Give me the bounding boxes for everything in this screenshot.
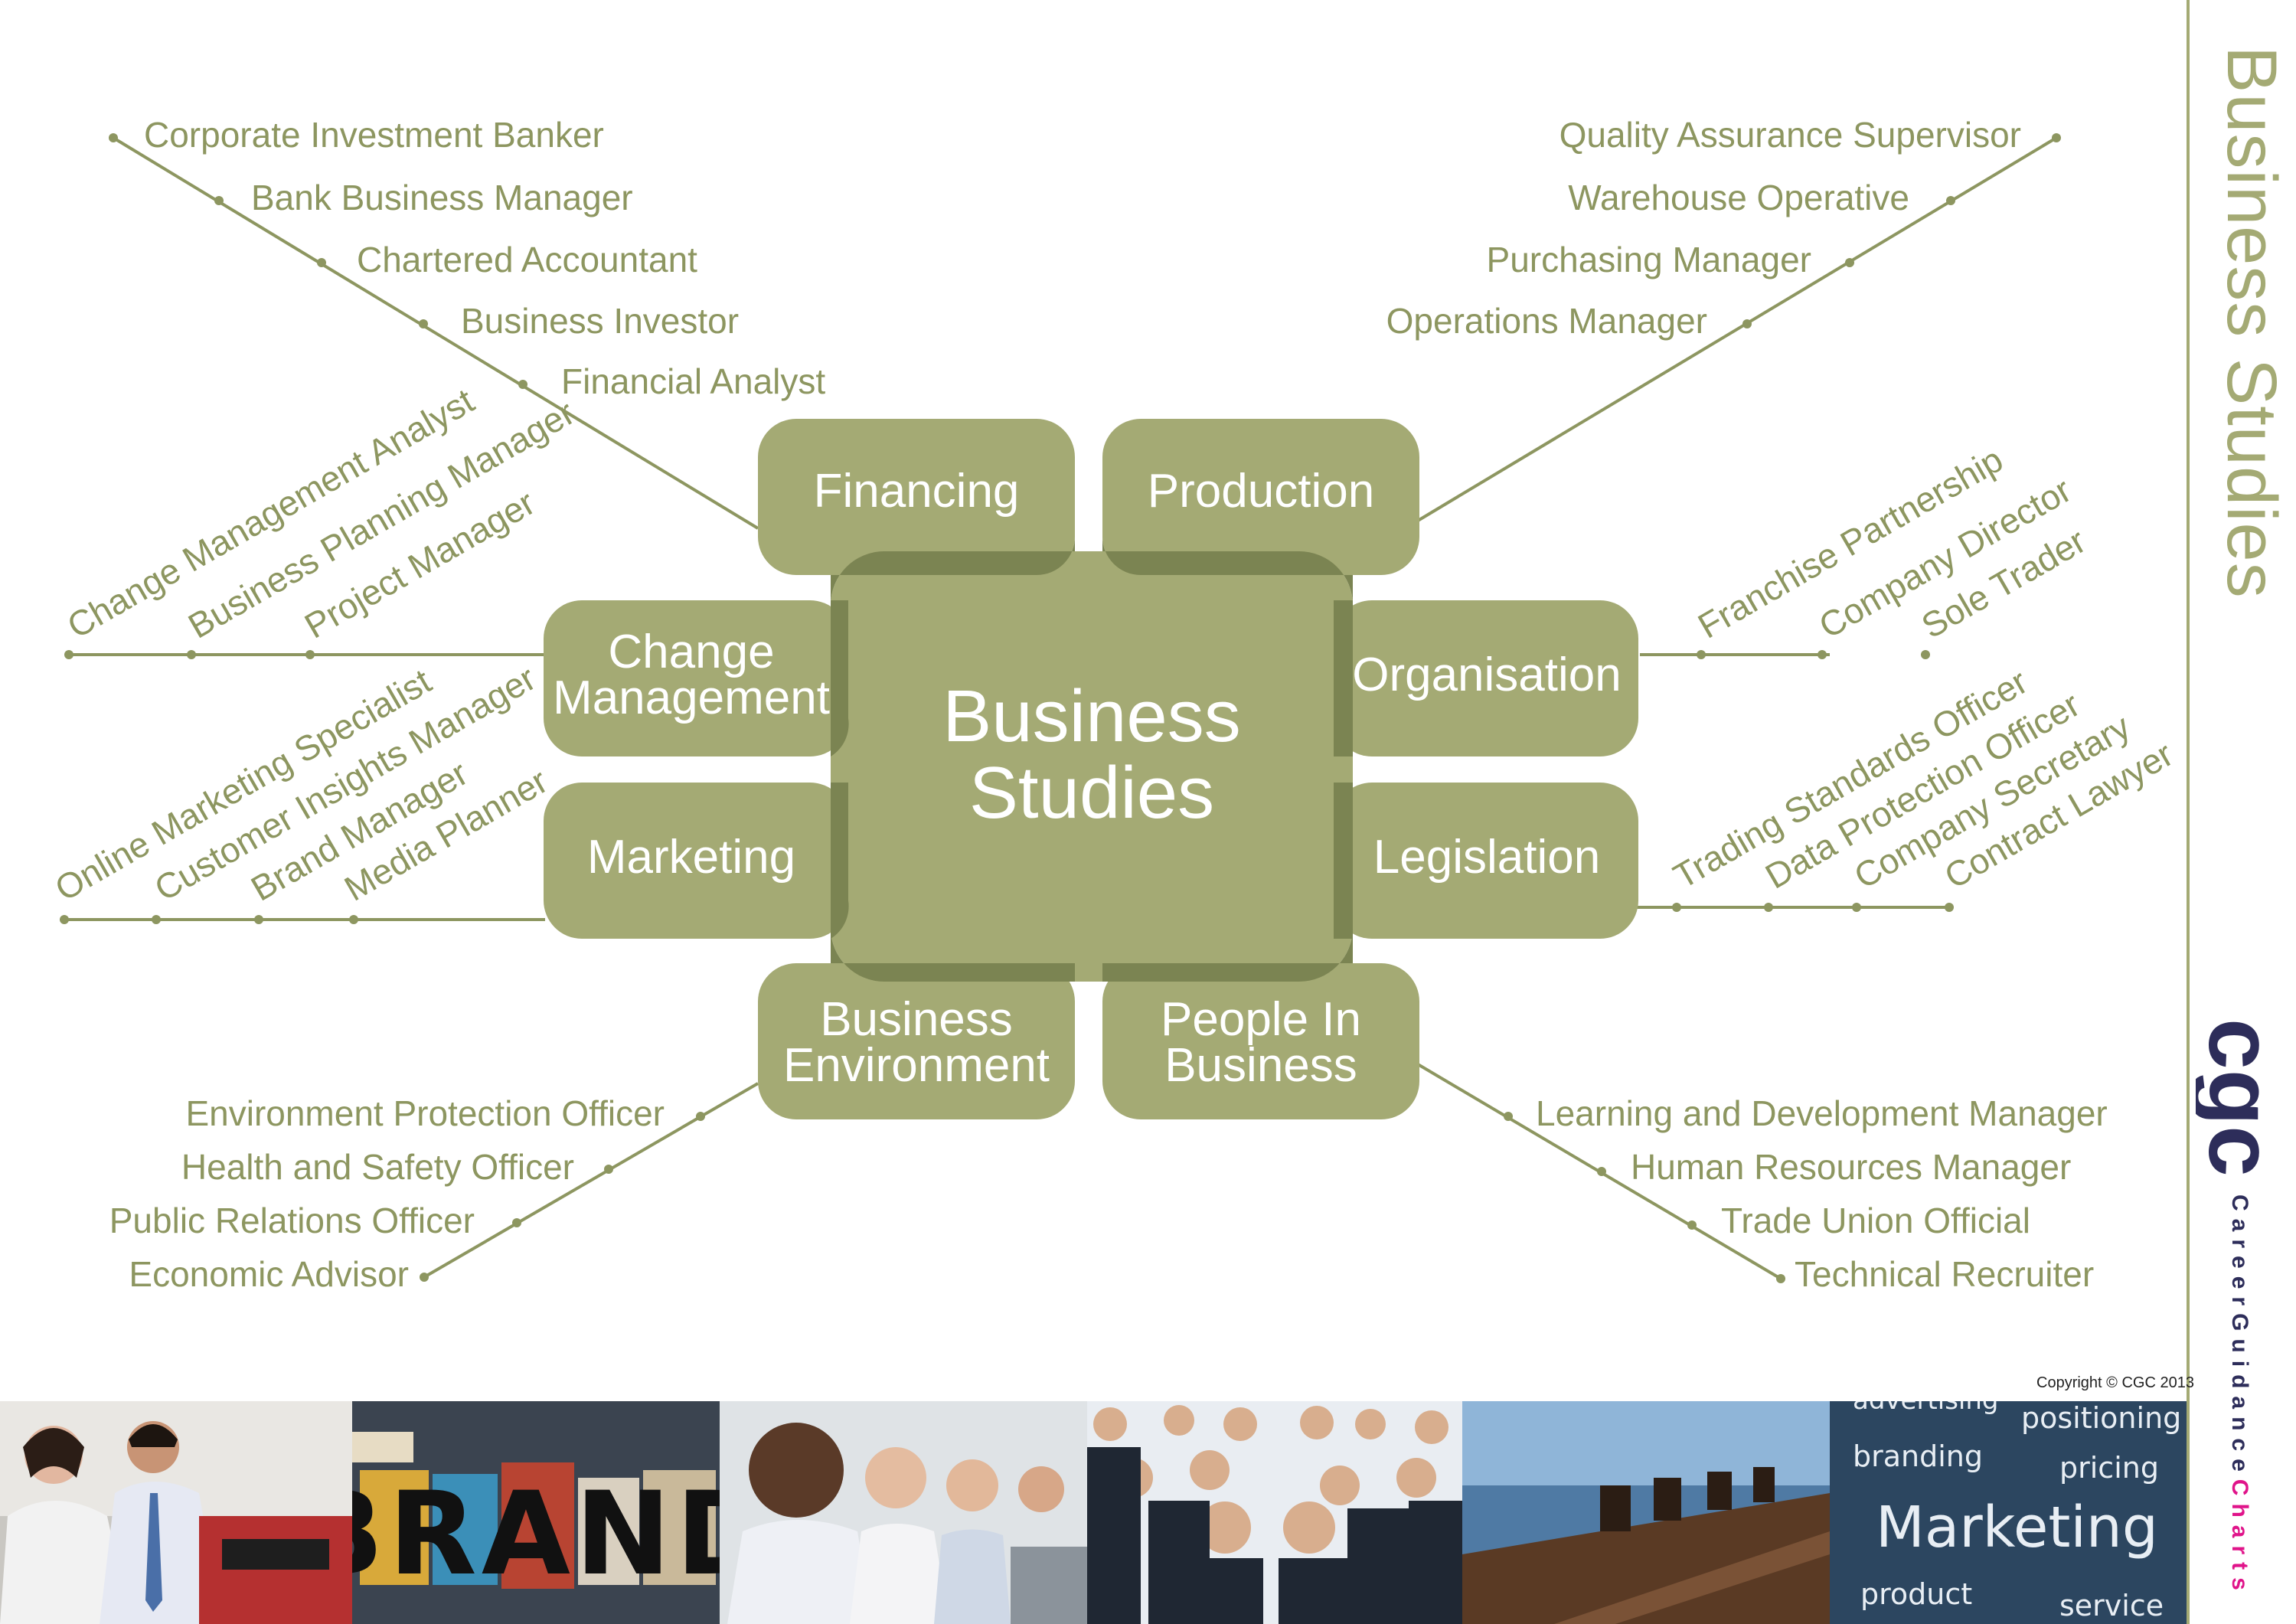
career-label: Environment Protection Officer [185,1093,665,1133]
career-label: Public Relations Officer [109,1201,475,1240]
career-label: Purchasing Manager [1487,240,1811,279]
careers-legislation: Trading Standards Officer Data Protectio… [1667,662,2180,897]
career-label: Health and Safety Officer [181,1147,574,1187]
topic-box-financing [758,419,1075,575]
careers-change-management: Change Management Analyst Business Plann… [60,381,581,646]
topic-label-change-line2: Management [553,671,830,724]
career-label: Quality Assurance Supervisor [1560,115,2021,155]
career-label: Corporate Investment Banker [144,115,604,155]
topic-label-organisation: Organisation [1352,649,1622,701]
career-label: Bank Business Manager [251,178,633,217]
chalk-word: branding [1853,1439,1983,1473]
career-label: Financial Analyst [561,361,825,401]
topic-box-legislation [1334,783,1638,939]
career-label: Chartered Accountant [357,240,697,279]
brand-name-part1: CareerGuidance [2227,1194,2252,1479]
photo-brand-sign: BRAND [352,1401,720,1624]
chalk-word: pricing [2059,1451,2159,1485]
side-title: Business Studies [2213,46,2291,599]
photo-team-group [1087,1401,1462,1624]
topic-box-people-in-business [1102,963,1419,1119]
topic-box-marketing [544,783,848,939]
photo-office-workers [720,1401,1087,1624]
brand-sign-text: BRAND [352,1468,720,1601]
topic-label-legislation: Legislation [1373,831,1600,884]
career-label: Trade Union Official [1721,1201,2030,1240]
careers-business-environment: Environment Protection Officer Health an… [109,1093,665,1294]
brand-name: CareerGuidanceCharts [2226,1194,2252,1598]
topic-label-financing: Financing [814,465,1020,518]
chalk-word: service [2059,1589,2164,1622]
connector-dots [60,133,2061,1283]
side-panel [2187,0,2296,1624]
photo-boardroom [1462,1401,1830,1624]
cgc-logo-text: cgc [2196,1018,2288,1177]
career-label: Warehouse Operative [1568,178,1909,217]
topic-label-environment-line2: Environment [783,1039,1050,1092]
career-label: Human Resources Manager [1631,1147,2071,1187]
career-label: Economic Advisor [129,1254,409,1294]
photo-business-people [0,1401,352,1624]
careers-financing: Corporate Investment Banker Bank Busines… [144,115,825,401]
topic-label-people-line2: Business [1164,1039,1357,1092]
copyright-notice: Copyright © CGC 2013 [2036,1374,2194,1391]
photo-marketing-chalkboard: advertising positioning branding pricing… [1830,1401,2187,1624]
careers-marketing: Online Marketing Specialist Customer Ins… [48,658,554,909]
chalk-word: Marketing [1876,1495,2158,1560]
brand-name-part2: Charts [2227,1479,2252,1598]
career-label: Operations Manager [1386,301,1707,341]
careers-organisation: Franchise Partnership Company Director S… [1691,439,2092,646]
topic-label-environment-line1: Business [820,993,1013,1046]
topic-boxes [544,419,1638,1119]
topic-label-change-line1: Change [608,626,774,678]
center-box [831,551,1353,982]
topic-box-change-management [544,600,848,756]
career-label: Business Investor [461,301,739,341]
topic-label-marketing: Marketing [587,831,795,884]
topic-label-people-line1: People In [1161,993,1361,1046]
careers-people-in-business: Learning and Development Manager Human R… [1536,1093,2108,1294]
career-label: Technical Recruiter [1795,1254,2094,1294]
topic-box-production [1102,419,1419,575]
chalk-word: product [1860,1577,1972,1611]
center-title-line1: Business [942,675,1241,757]
overlap-shading [831,537,1353,982]
cgc-logo: cgc [2196,1018,2288,1177]
careers-production: Quality Assurance Supervisor Warehouse O… [1386,115,2021,341]
chalk-word: positioning [2021,1401,2181,1435]
topic-box-organisation [1334,600,1638,756]
topic-box-business-environment [758,963,1075,1119]
chalk-word: advertising [1853,1401,1999,1416]
topic-label-production: Production [1148,465,1374,518]
career-label: Learning and Development Manager [1536,1093,2108,1133]
center-title-line2: Studies [969,752,1214,834]
